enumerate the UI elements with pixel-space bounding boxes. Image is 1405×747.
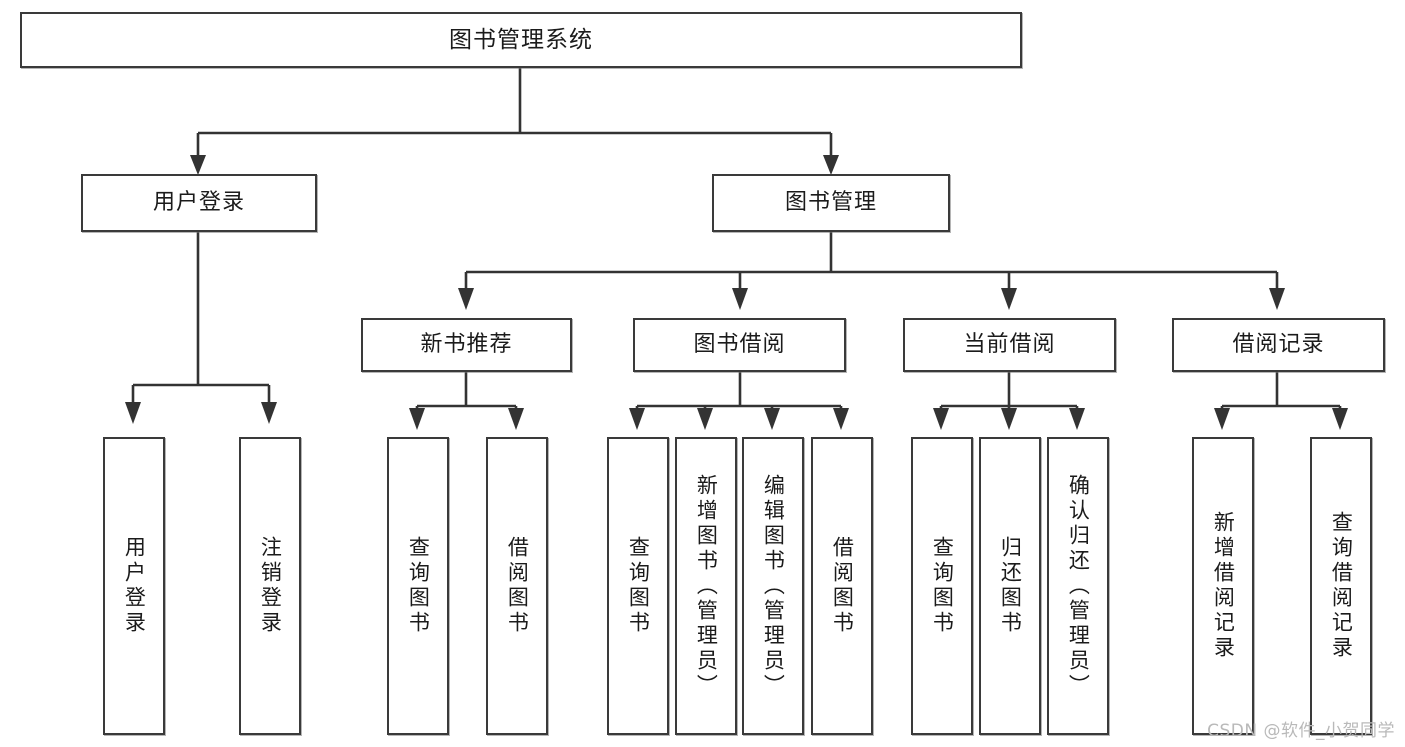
node-leaf-return-book[interactable]: 归还图书 xyxy=(979,437,1041,735)
arrow-to-user-login xyxy=(190,155,206,175)
node-book-borrow-label: 图书借阅 xyxy=(693,332,786,358)
node-leaf-query-record[interactable]: 查询借阅记录 xyxy=(1310,437,1372,735)
arrow-leaf-add-book xyxy=(697,408,713,430)
node-leaf-query-book-2[interactable]: 查询图书 xyxy=(607,437,669,735)
arrow-leaf-user-login xyxy=(125,402,141,424)
node-leaf-borrow-book-1[interactable]: 借阅图书 xyxy=(486,437,548,735)
node-leaf-confirm-return-label: 确认归还（管理员） xyxy=(1066,473,1091,699)
arrow-leaf-return-book xyxy=(1001,408,1017,430)
arrow-current-borrow xyxy=(1001,288,1017,310)
node-leaf-edit-book[interactable]: 编辑图书（管理员） xyxy=(742,437,804,735)
node-leaf-return-book-label: 归还图书 xyxy=(998,536,1023,636)
arrow-leaf-add-record xyxy=(1214,408,1230,430)
arrow-leaf-edit-book xyxy=(764,408,780,430)
node-leaf-add-book-label: 新增图书（管理员） xyxy=(694,473,719,699)
node-user-login-label: 用户登录 xyxy=(152,190,245,216)
arrow-borrow-record xyxy=(1269,288,1285,310)
node-book-admin[interactable]: 图书管理 xyxy=(712,174,950,232)
node-leaf-borrow-book-2[interactable]: 借阅图书 xyxy=(811,437,873,735)
node-borrow-record-label: 借阅记录 xyxy=(1232,332,1325,358)
arrow-to-book-admin xyxy=(823,155,839,175)
node-leaf-user-login-label: 用户登录 xyxy=(122,536,147,636)
arrow-leaf-confirm-return xyxy=(1069,408,1085,430)
node-leaf-query-book-1[interactable]: 查询图书 xyxy=(387,437,449,735)
arrow-book-borrow xyxy=(732,288,748,310)
node-leaf-query-book-3-label: 查询图书 xyxy=(930,536,955,636)
node-root[interactable]: 图书管理系统 xyxy=(20,12,1022,68)
node-book-borrow[interactable]: 图书借阅 xyxy=(633,318,846,372)
arrow-leaf-query-book-1 xyxy=(409,408,425,430)
arrow-leaf-query-book-2 xyxy=(629,408,645,430)
arrow-leaf-query-book-3 xyxy=(933,408,949,430)
node-new-book-rec-label: 新书推荐 xyxy=(420,332,513,358)
node-leaf-query-book-3[interactable]: 查询图书 xyxy=(911,437,973,735)
node-leaf-borrow-book-1-label: 借阅图书 xyxy=(505,536,530,636)
node-leaf-edit-book-label: 编辑图书（管理员） xyxy=(761,473,786,699)
node-borrow-record[interactable]: 借阅记录 xyxy=(1172,318,1385,372)
arrow-new-book-rec xyxy=(458,288,474,310)
node-leaf-user-login[interactable]: 用户登录 xyxy=(103,437,165,735)
node-book-admin-label: 图书管理 xyxy=(784,190,877,216)
node-root-label: 图书管理系统 xyxy=(449,26,593,53)
node-user-login[interactable]: 用户登录 xyxy=(81,174,317,232)
csdn-watermark: CSDN @软件_小贺同学 xyxy=(1207,721,1395,741)
node-leaf-user-logout-label: 注销登录 xyxy=(258,536,283,636)
arrow-leaf-query-record xyxy=(1332,408,1348,430)
arrow-leaf-borrow-book-2 xyxy=(833,408,849,430)
node-leaf-add-record-label: 新增借阅记录 xyxy=(1211,511,1236,661)
node-leaf-user-logout[interactable]: 注销登录 xyxy=(239,437,301,735)
node-current-borrow[interactable]: 当前借阅 xyxy=(903,318,1116,372)
node-leaf-query-record-label: 查询借阅记录 xyxy=(1329,511,1354,661)
node-leaf-add-book[interactable]: 新增图书（管理员） xyxy=(675,437,737,735)
arrow-leaf-user-logout xyxy=(261,402,277,424)
node-leaf-borrow-book-2-label: 借阅图书 xyxy=(830,536,855,636)
arrow-leaf-borrow-book-1 xyxy=(508,408,524,430)
node-current-borrow-label: 当前借阅 xyxy=(963,332,1056,358)
node-leaf-query-book-1-label: 查询图书 xyxy=(406,536,431,636)
node-leaf-confirm-return[interactable]: 确认归还（管理员） xyxy=(1047,437,1109,735)
node-new-book-rec[interactable]: 新书推荐 xyxy=(361,318,572,372)
node-leaf-query-book-2-label: 查询图书 xyxy=(626,536,651,636)
node-leaf-add-record[interactable]: 新增借阅记录 xyxy=(1192,437,1254,735)
